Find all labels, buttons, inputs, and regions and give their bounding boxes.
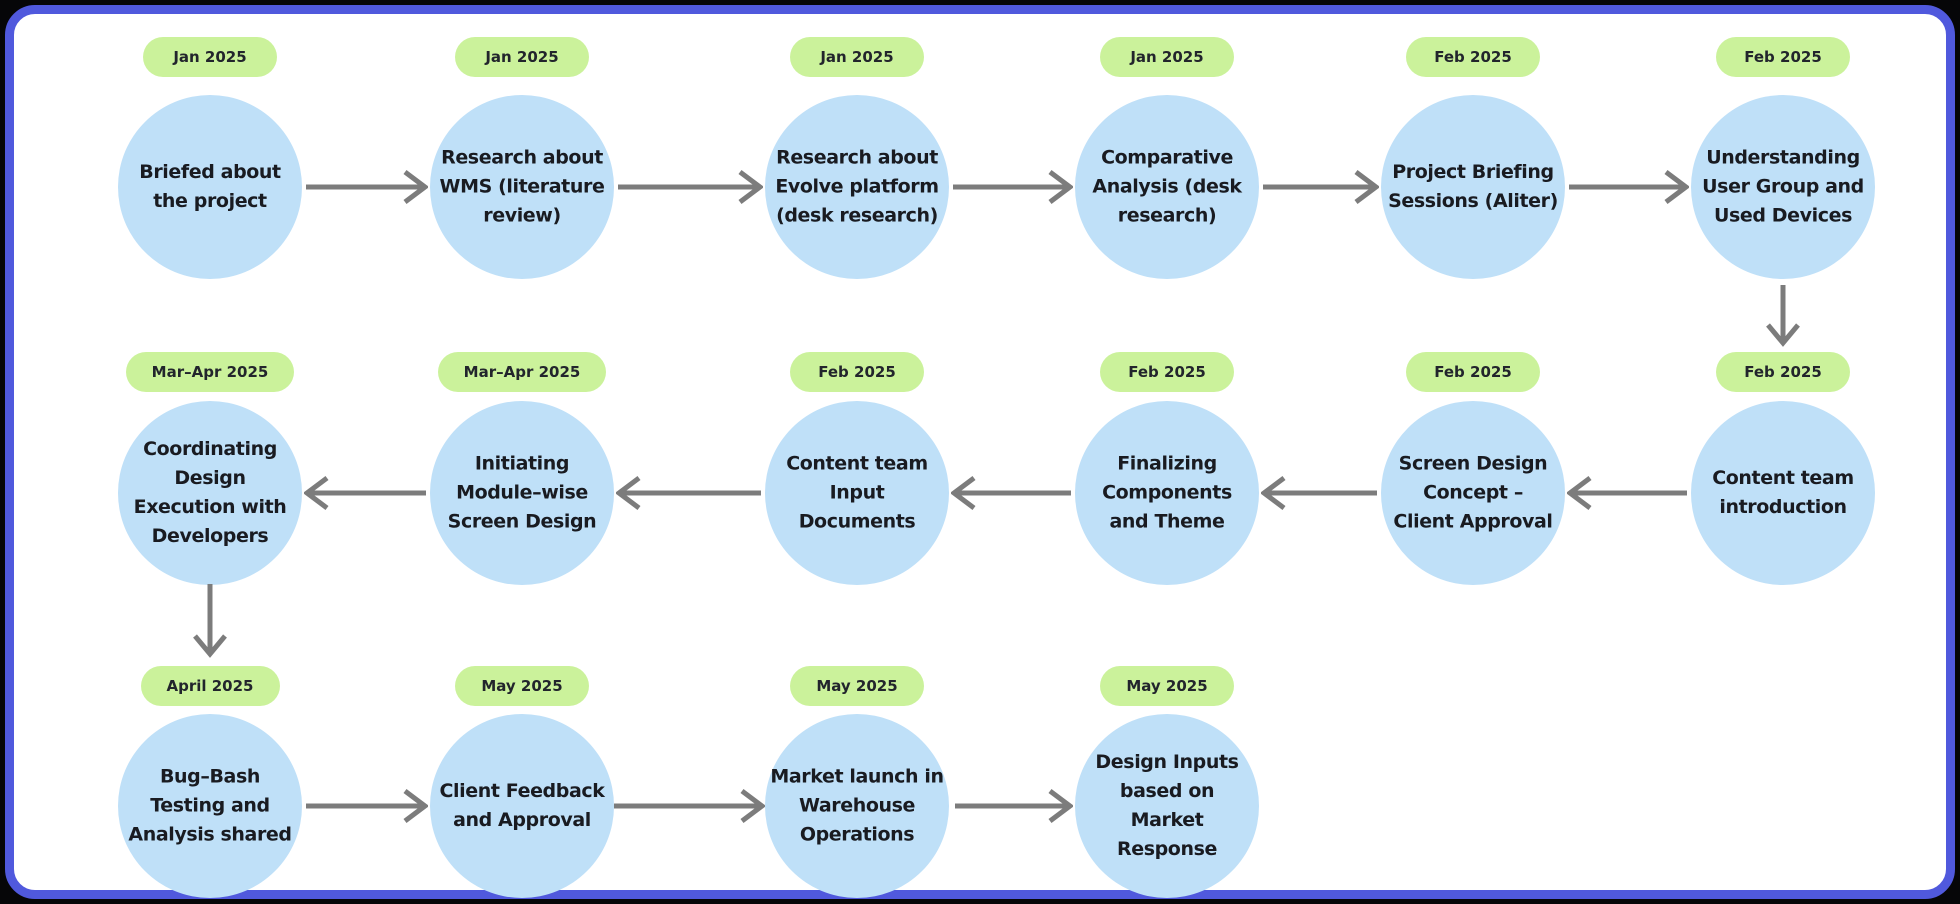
timeline-step-10: Feb 2025 Content team Input Documents <box>765 352 949 585</box>
step-circle: Project Briefing Sessions (Aliter) <box>1381 95 1565 279</box>
timeline-step-6: Feb 2025 Understanding User Group and Us… <box>1691 37 1875 279</box>
arrow-right-icon <box>955 789 1073 823</box>
arrow-left-icon <box>1567 476 1687 510</box>
date-badge: April 2025 <box>140 666 280 706</box>
step-title: Market launch in Warehouse Operations <box>770 765 944 846</box>
arrow-left-icon <box>951 476 1071 510</box>
date-badge: Mar–Apr 2025 <box>437 352 607 392</box>
arrow-left-icon <box>1261 476 1377 510</box>
step-title: Research about WMS (literature review) <box>439 146 605 227</box>
step-title: Understanding User Group and Used Device… <box>1702 146 1864 227</box>
timeline-step-11: Mar–Apr 2025 Initiating Module–wise Scre… <box>430 352 614 585</box>
step-circle: Market launch in Warehouse Operations <box>765 714 949 898</box>
timeline-step-14: May 2025 Client Feedback and Approval <box>430 666 614 898</box>
timeline-step-8: Feb 2025 Screen Design Concept – Client … <box>1381 352 1565 585</box>
step-circle: Client Feedback and Approval <box>430 714 614 898</box>
step-title: Bug–Bash Testing and Analysis shared <box>128 765 292 846</box>
date-badge: Jan 2025 <box>455 37 589 77</box>
step-title: Coordinating Design Execution with Devel… <box>133 438 287 547</box>
arrow-right-icon <box>1263 170 1379 204</box>
date-badge: May 2025 <box>455 666 589 706</box>
date-badge: Mar–Apr 2025 <box>125 352 295 392</box>
arrow-right-icon <box>614 789 765 823</box>
timeline-step-5: Feb 2025 Project Briefing Sessions (Alit… <box>1381 37 1565 279</box>
step-title: Content team Input Documents <box>786 452 928 533</box>
date-badge: May 2025 <box>1100 666 1234 706</box>
step-circle: Research about WMS (literature review) <box>430 95 614 279</box>
step-title: Research about Evolve platform (desk res… <box>775 146 939 227</box>
date-badge: Feb 2025 <box>1716 37 1850 77</box>
date-badge: Feb 2025 <box>1100 352 1234 392</box>
step-title: Content team introduction <box>1712 467 1854 518</box>
step-circle: Finalizing Components and Theme <box>1075 401 1259 585</box>
step-circle: Coordinating Design Execution with Devel… <box>118 401 302 585</box>
arrow-right-icon <box>953 170 1073 204</box>
date-badge: Feb 2025 <box>1406 37 1540 77</box>
step-circle: Content team introduction <box>1691 401 1875 585</box>
timeline-step-3: Jan 2025 Research about Evolve platform … <box>765 37 949 279</box>
timeline-step-1: Jan 2025 Briefed about the project <box>118 37 302 279</box>
arrow-left-icon <box>304 476 426 510</box>
step-circle: Understanding User Group and Used Device… <box>1691 95 1875 279</box>
date-badge: May 2025 <box>790 666 924 706</box>
arrow-down-icon <box>193 584 227 658</box>
date-badge: Feb 2025 <box>790 352 924 392</box>
step-title: Screen Design Concept – Client Approval <box>1393 452 1553 533</box>
arrow-left-icon <box>616 476 761 510</box>
date-badge: Feb 2025 <box>1716 352 1850 392</box>
arrow-right-icon <box>306 170 428 204</box>
timeline-step-4: Jan 2025 Comparative Analysis (desk rese… <box>1075 37 1259 279</box>
step-title: Initiating Module–wise Screen Design <box>447 452 597 533</box>
step-circle: Content team Input Documents <box>765 401 949 585</box>
timeline-step-9: Feb 2025 Finalizing Components and Theme <box>1075 352 1259 585</box>
step-title: Finalizing Components and Theme <box>1102 452 1232 533</box>
timeline-panel: Jan 2025 Briefed about the project Jan 2… <box>5 5 1955 899</box>
step-title: Project Briefing Sessions (Aliter) <box>1388 161 1558 212</box>
date-badge: Jan 2025 <box>143 37 277 77</box>
timeline-step-2: Jan 2025 Research about WMS (literature … <box>430 37 614 279</box>
step-title: Comparative Analysis (desk research) <box>1092 146 1242 227</box>
step-circle: Initiating Module–wise Screen Design <box>430 401 614 585</box>
step-title: Briefed about the project <box>139 161 281 212</box>
timeline-step-7: Feb 2025 Content team introduction <box>1691 352 1875 585</box>
arrow-right-icon <box>618 170 763 204</box>
arrow-right-icon <box>1569 170 1689 204</box>
arrow-down-icon <box>1766 285 1800 347</box>
step-title: Design Inputs based on Market Response <box>1095 751 1239 860</box>
step-circle: Briefed about the project <box>118 95 302 279</box>
date-badge: Feb 2025 <box>1406 352 1540 392</box>
arrow-right-icon <box>306 789 428 823</box>
timeline-step-15: May 2025 Market launch in Warehouse Oper… <box>765 666 949 898</box>
step-title: Client Feedback and Approval <box>439 780 605 831</box>
timeline-step-16: May 2025 Design Inputs based on Market R… <box>1075 666 1259 898</box>
timeline-step-12: Mar–Apr 2025 Coordinating Design Executi… <box>118 352 302 585</box>
step-circle: Screen Design Concept – Client Approval <box>1381 401 1565 585</box>
date-badge: Jan 2025 <box>790 37 924 77</box>
step-circle: Research about Evolve platform (desk res… <box>765 95 949 279</box>
step-circle: Comparative Analysis (desk research) <box>1075 95 1259 279</box>
timeline-step-13: April 2025 Bug–Bash Testing and Analysis… <box>118 666 302 898</box>
step-circle: Design Inputs based on Market Response <box>1075 714 1259 898</box>
date-badge: Jan 2025 <box>1100 37 1234 77</box>
step-circle: Bug–Bash Testing and Analysis shared <box>118 714 302 898</box>
